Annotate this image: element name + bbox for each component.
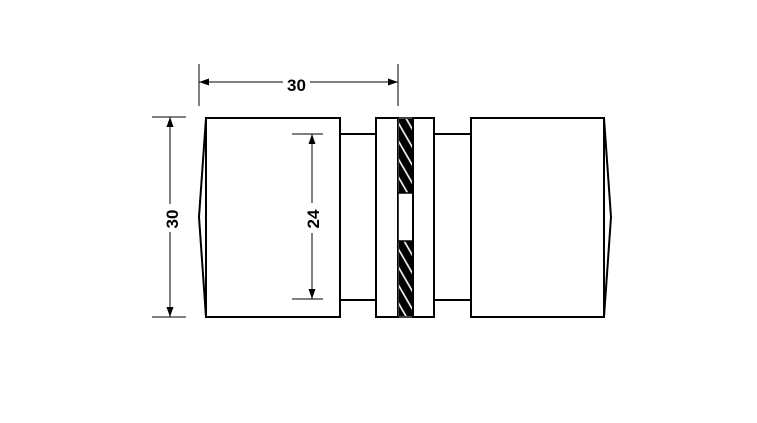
inner-label-box	[300, 203, 326, 233]
width-label: 30	[287, 76, 306, 95]
height-label-box	[159, 204, 185, 232]
width-label-box	[283, 72, 310, 98]
inner-height-label: 24	[304, 209, 323, 228]
right-knob	[470, 117, 613, 318]
left-knob-bevel	[197, 117, 207, 318]
left-washer	[375, 117, 399, 318]
lower-gasket	[399, 241, 412, 316]
left-neck	[339, 133, 377, 301]
upper-gasket	[399, 119, 412, 193]
height-label: 30	[163, 210, 182, 229]
right-neck	[433, 133, 472, 301]
right-knob-body	[470, 117, 605, 318]
right-knob-bevel	[603, 117, 613, 318]
glass-section	[397, 117, 414, 318]
right-washer	[412, 117, 435, 318]
